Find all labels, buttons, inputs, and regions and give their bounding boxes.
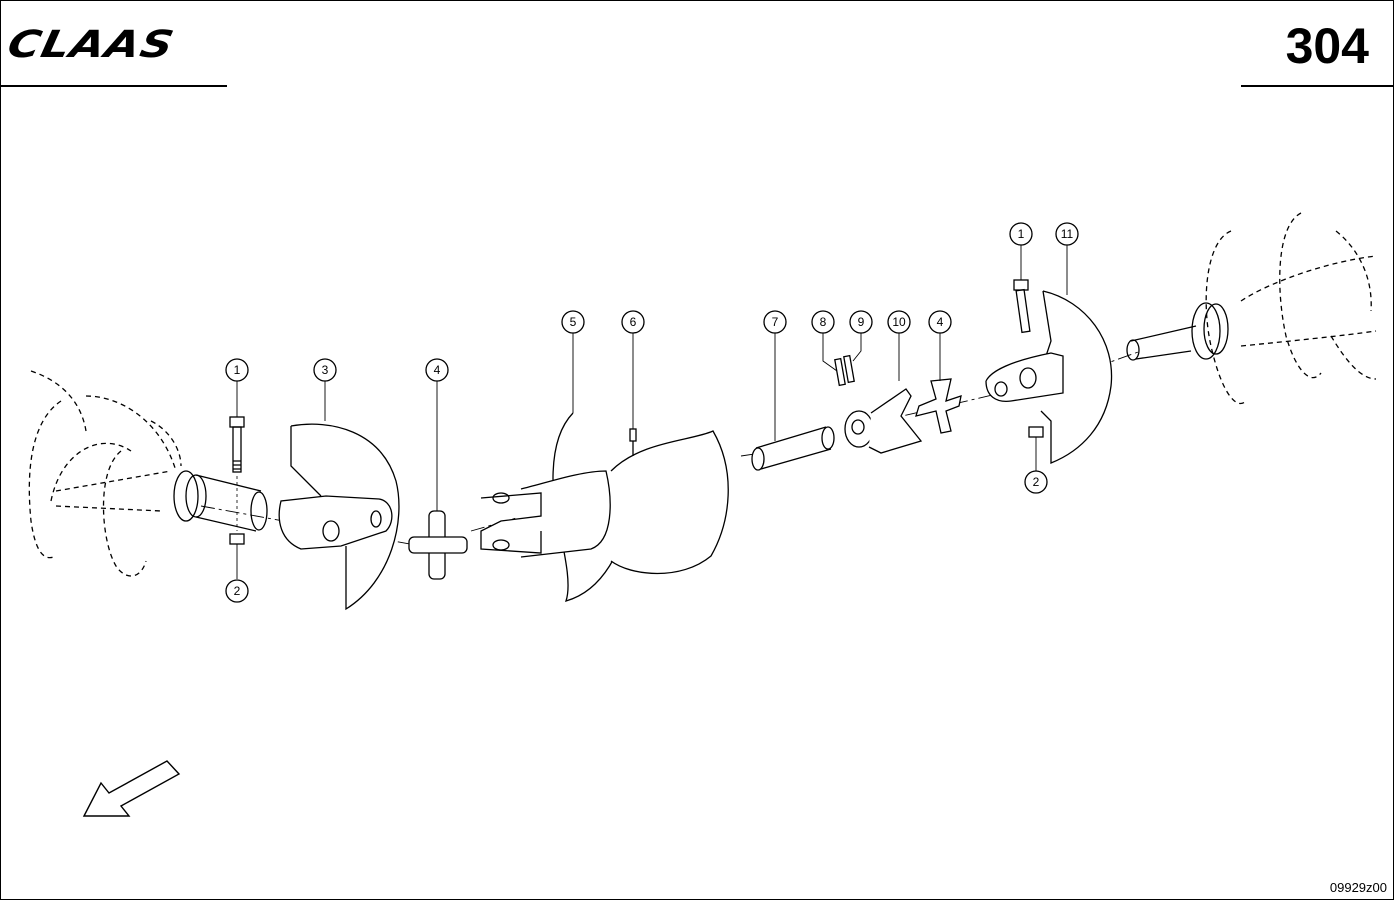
callout-8: 8: [811, 310, 835, 334]
right-shaft-hub: [1126, 302, 1229, 361]
callout-label: 5: [570, 315, 577, 329]
nut-right: [1028, 426, 1044, 438]
callout-3: 3: [313, 358, 337, 382]
bolt-right: [1013, 279, 1031, 334]
yoke-10: [844, 388, 923, 454]
callout-label: 9: [858, 315, 865, 329]
callout-6: 6: [621, 310, 645, 334]
flight-section-11: [985, 290, 1113, 464]
callout-7: 7: [763, 310, 787, 334]
bolt-left: [229, 416, 245, 531]
callout-2-right: 2: [1024, 470, 1048, 494]
callout-label: 10: [892, 315, 906, 329]
callouts: 1 2 3 4 5 6 7 8 9: [225, 222, 1079, 603]
logo-underline: [1, 85, 227, 87]
callout-label: 3: [322, 363, 329, 377]
callout-label: 11: [1061, 227, 1074, 241]
callout-2-left: 2: [225, 579, 249, 603]
callout-label: 6: [630, 315, 637, 329]
callout-label: 7: [772, 315, 779, 329]
callout-label: 2: [234, 584, 241, 598]
callout-9: 9: [849, 310, 873, 334]
left-shaft-hub: [173, 470, 268, 532]
callout-4-right: 4: [928, 310, 952, 334]
callout-11: 11: [1055, 222, 1079, 246]
leader-lines: [236, 245, 1068, 579]
callout-label: 8: [820, 315, 827, 329]
flight-section-5: [480, 412, 729, 602]
callout-10: 10: [887, 310, 911, 334]
callout-label: 2: [1033, 475, 1040, 489]
callout-1-right: 1: [1009, 222, 1033, 246]
left-auger-ghost: [28, 370, 182, 577]
callout-label: 4: [434, 363, 441, 377]
cross-joint-4-right: [915, 378, 962, 434]
page-number-underline: [1241, 85, 1393, 87]
callout-1-left: 1: [225, 358, 249, 382]
callout-label: 1: [234, 363, 241, 377]
callout-4-left: 4: [425, 358, 449, 382]
drawing-code: 09929z00: [1329, 880, 1387, 895]
right-auger-ghost: [1205, 212, 1377, 405]
callout-label: 4: [937, 315, 944, 329]
cross-joint-4-left: [408, 510, 468, 580]
flight-section-3: [278, 423, 400, 611]
nut-left: [229, 533, 245, 545]
grease-nipple-6: [629, 428, 637, 456]
page-number: 304: [1285, 18, 1369, 74]
callout-5: 5: [561, 310, 585, 334]
sleeve-tube-7: [751, 426, 835, 471]
direction-arrow-icon: [82, 760, 181, 817]
callout-label: 1: [1018, 227, 1025, 241]
roll-pins-8-9: [834, 354, 855, 387]
